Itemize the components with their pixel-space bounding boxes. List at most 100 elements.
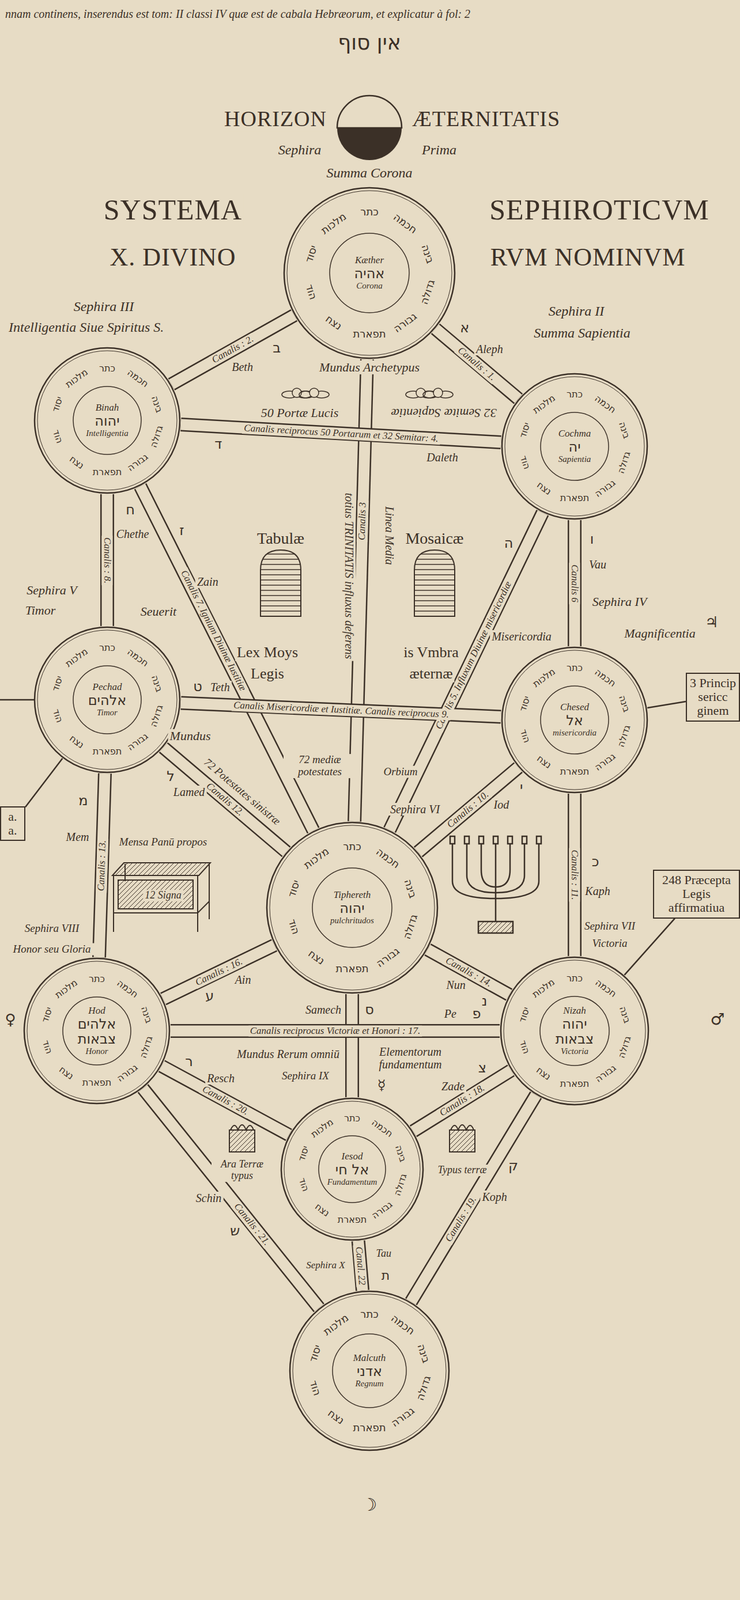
label-text: י — [518, 780, 525, 796]
channel-label: Canalis 6 — [569, 563, 581, 605]
center-text: Iesodאל חיFundamentum — [322, 1139, 383, 1200]
sephira-name: Binah — [95, 402, 120, 414]
label-text: Orbium — [381, 766, 419, 779]
label-text: Sephira VI — [388, 803, 442, 817]
center-text: CochmaיהSapientia — [544, 416, 606, 478]
sephira-circle: KætherאהיהCoronaכתרחכמהבינהגדולהגבורהתפא… — [282, 186, 456, 360]
center-text: PechadאלהיםTimor — [76, 669, 138, 731]
label-text: Mundus — [168, 729, 213, 744]
sephira-name: Chesed — [560, 702, 590, 714]
label-text: Zade — [439, 1080, 467, 1094]
label-text: Beth — [229, 360, 255, 374]
label-text: nnam continens, inserendus est tom: II c… — [3, 7, 473, 21]
center-text: Nizahיהוה צבאותVictoria — [543, 1000, 606, 1063]
ring-word: תפארת — [352, 329, 386, 340]
ring-word: כתר — [342, 842, 362, 853]
channel — [647, 701, 686, 709]
sephira-circle: Nizahיהוה צבאותVictoriaכתרחכמהבינהגדולהג… — [499, 956, 650, 1107]
label-text: ר — [183, 1054, 195, 1070]
connector-line — [25, 759, 63, 809]
channel-label: Canalis : 20. — [198, 1083, 252, 1119]
label-text: Iod — [492, 798, 512, 812]
label-text: Sephira IV — [590, 595, 649, 610]
divine-name: אלהים — [88, 693, 127, 709]
channel-label: Canalis Misericordiæ et Iustitiæ. Canali… — [231, 700, 451, 721]
label-text: Sephira IX — [280, 1070, 331, 1083]
label-text: Daleth — [424, 451, 460, 464]
channel — [410, 1095, 536, 1303]
center-ring — [329, 233, 410, 313]
channel-edge — [171, 315, 295, 385]
label-text: צ — [476, 1061, 489, 1076]
outer-ring — [34, 627, 180, 773]
ring-word: כתר — [344, 1114, 361, 1124]
label-text: Honor seu Gloria — [6, 944, 97, 957]
channel-label: Canalis reciprocus 50 Portarum et 32 Sem… — [241, 423, 440, 445]
text-box: a. a. — [0, 806, 26, 842]
label-text: Tau — [374, 1248, 394, 1261]
ring-word: כתר — [566, 974, 583, 984]
channel-edge — [567, 794, 582, 957]
center-ring — [73, 666, 142, 735]
ring-word: כתר — [360, 206, 379, 218]
label-text: ♃ — [703, 614, 720, 632]
channel-fill — [427, 950, 509, 996]
label-text: Sephira VIII — [23, 923, 81, 936]
sephira-name: Fundamentum — [327, 1178, 378, 1188]
label-text: Schin — [194, 1192, 224, 1206]
channel-edge — [410, 1095, 536, 1303]
channel-label: Canalis : 19. — [442, 1193, 481, 1246]
divine-name: יהוה צבאות — [543, 1017, 606, 1048]
label-text: ☽ — [360, 1496, 380, 1516]
label-text: SYSTEMA — [102, 194, 244, 226]
label-text: 50 Portæ Lucis — [259, 406, 341, 421]
sephira-circle: Tipherethיהוהpulchritudosכתרחכמהבינהגדול… — [265, 821, 439, 995]
label-text: Kaph — [583, 885, 612, 898]
label-text: ז — [177, 522, 186, 538]
outer-ring — [500, 957, 649, 1106]
outer-ring — [34, 348, 180, 494]
divine-name: אל חי — [335, 1163, 369, 1179]
label-text: is Vmbra — [401, 644, 461, 662]
inner-ring — [27, 961, 167, 1102]
label-text: ד — [212, 436, 224, 452]
ring-word: כתר — [566, 663, 583, 674]
ring-word: כתר — [88, 975, 105, 985]
ring-word: תפארת — [560, 767, 590, 777]
label-text: ש — [228, 1224, 242, 1240]
label-text: Pe — [442, 1007, 459, 1021]
channel-edge — [163, 945, 275, 1000]
inner-ring — [284, 1101, 421, 1238]
center-text: KætherאהיהCorona — [333, 237, 406, 309]
sephira-name: misericordia — [552, 728, 597, 739]
center-text: BinahיהוהIntelligentia — [76, 390, 138, 452]
label-text: Seuerit — [138, 605, 179, 619]
text-box: 248 Præcepta Legis affirmatiua — [652, 870, 740, 920]
sephira-circle: Hodאלהים צבאותHonorכתרחכמהבינהגדולהגבורה… — [23, 957, 171, 1106]
label-text: א — [458, 320, 471, 336]
label-text: Magnificentia — [622, 627, 697, 641]
label-text: מ — [76, 793, 90, 809]
label-text: 32 Semitæ Sapientiæ — [389, 406, 498, 421]
channel-edge — [413, 1071, 511, 1132]
label-text: Tabulæ — [255, 530, 307, 549]
ring-word: תפארת — [560, 493, 590, 504]
label-text: פ — [470, 1006, 483, 1022]
sephira-name: Intelligentia — [85, 428, 128, 439]
channel-edge — [427, 950, 509, 996]
label-text: כ — [590, 854, 602, 870]
ring-word: תפארת — [92, 467, 123, 478]
center-text: Chesedאלmisericordia — [544, 689, 606, 751]
label-text: Sephira X — [304, 1260, 347, 1272]
sephira-name: Cochma — [558, 428, 592, 440]
channel-label: Canalis reciprocus Victoriæ et Honori : … — [248, 1026, 422, 1038]
label-text: Sephira — [276, 142, 324, 158]
label-text: HORIZON — [222, 107, 329, 132]
channel-fill — [569, 794, 581, 957]
sephira-circle: CochmaיהSapientiaכתרחכמהבינהגדולהגבורהתפ… — [500, 372, 649, 521]
label-text: Nun — [444, 979, 467, 992]
channel-edge — [170, 1024, 500, 1039]
channel-fill — [413, 1071, 511, 1132]
inner-ring — [504, 650, 645, 791]
label-text: Summa Corona — [324, 165, 414, 181]
